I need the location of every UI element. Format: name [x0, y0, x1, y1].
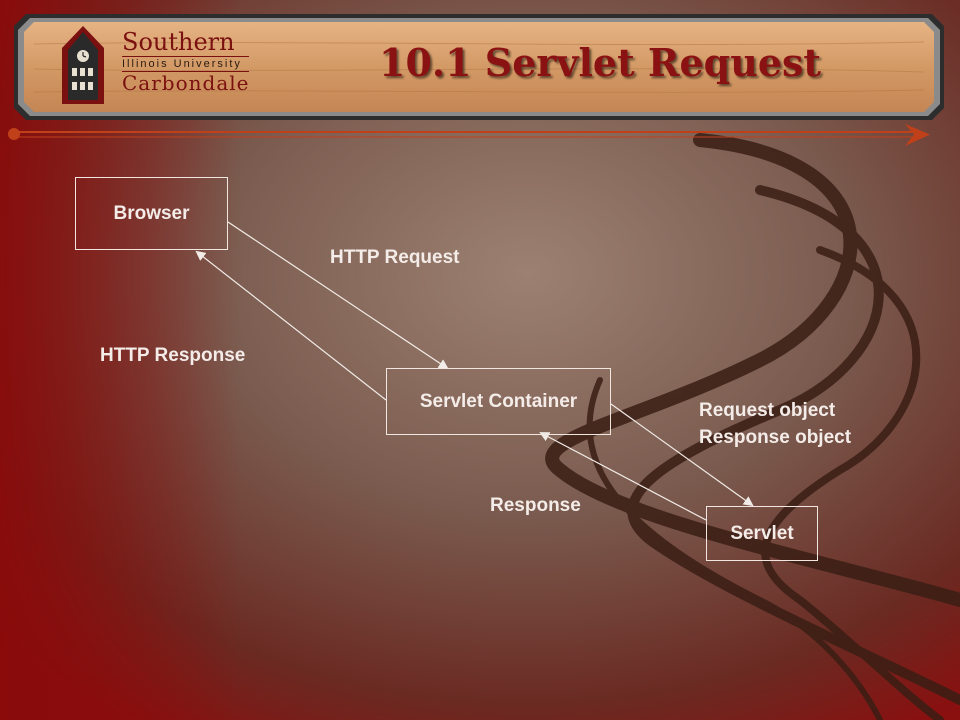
node-servlet: Servlet	[706, 506, 818, 561]
label-request-object: Request object	[699, 400, 836, 421]
label-http-response: HTTP Response	[100, 345, 246, 366]
edge-http-request	[227, 221, 449, 370]
label-response-object: Response object	[699, 427, 852, 448]
header-banner	[14, 14, 944, 120]
accent-line	[8, 124, 930, 146]
label-response: Response	[490, 495, 581, 516]
decorative-swirls	[545, 133, 960, 720]
edge-response	[539, 432, 707, 521]
arrow-head-icon	[905, 124, 930, 146]
edge-request-object	[610, 403, 754, 507]
logo-wordmark: Southern Illinois University Carbondale	[122, 28, 250, 95]
logo-line-southern: Southern	[122, 28, 235, 56]
logo-line-carbondale: Carbondale	[122, 71, 250, 95]
edge-http-response	[195, 250, 387, 401]
node-browser: Browser	[75, 177, 228, 250]
university-logo: Southern Illinois University Carbondale	[50, 24, 250, 106]
clock-tower-icon	[62, 26, 104, 104]
node-servlet-container: Servlet Container	[386, 368, 611, 435]
slide-title: 10.1 Servlet Request	[379, 40, 821, 85]
logo-line-illinois: Illinois University	[122, 56, 250, 71]
label-http-request: HTTP Request	[330, 247, 460, 268]
